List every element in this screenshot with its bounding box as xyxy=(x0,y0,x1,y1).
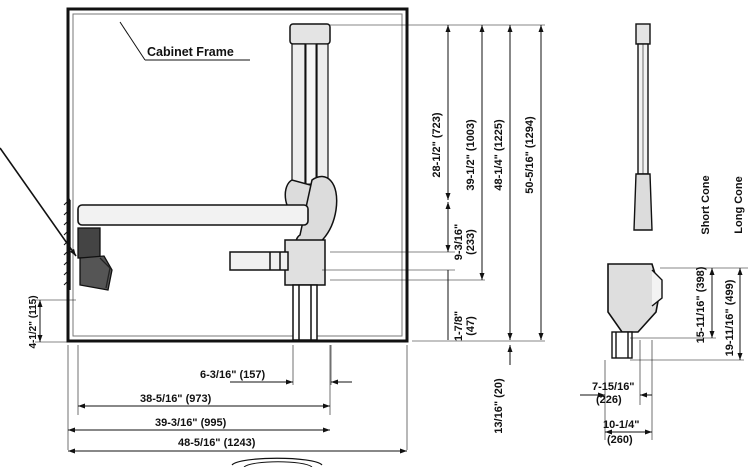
side-view xyxy=(607,23,663,359)
tube-head-front xyxy=(229,239,326,341)
bracket-leader-arrow xyxy=(0,147,77,257)
side-tube-head xyxy=(607,263,661,333)
cabinet-frame-leader xyxy=(119,21,146,61)
short-cone-label: Short Cone xyxy=(700,175,712,234)
dim-1-7-8-a: 1-7/8" xyxy=(453,311,465,341)
long-cone-label: Long Cone xyxy=(733,176,745,233)
side-column-cap xyxy=(635,23,651,45)
dim-7-15-16-a: 7-15/16" xyxy=(592,381,635,393)
dim-38-5-16: 38-5/16" (973) xyxy=(140,393,212,405)
wall-bracket xyxy=(63,198,113,291)
dim-10-1-4-b: (260) xyxy=(607,434,633,446)
dim-19-11-16: 19-11/16" (499) xyxy=(724,279,736,356)
base-outline xyxy=(231,457,323,466)
dim-48-1-4: 48-1/4" (1225) xyxy=(493,119,505,191)
front-dimensions xyxy=(35,24,545,454)
dim-13-16: 13/16" (20) xyxy=(493,378,505,434)
horizontal-arm xyxy=(77,204,309,226)
dim-48-5-16: 48-5/16" (1243) xyxy=(178,437,256,449)
dim-6-3-16: 6-3/16" (157) xyxy=(200,369,265,381)
cabinet-frame-label: Cabinet Frame xyxy=(147,45,234,59)
front-view xyxy=(0,7,409,467)
dim-9-3-16-b: (233) xyxy=(465,229,477,255)
side-dimensions xyxy=(580,267,748,440)
dim-39-1-2: 39-1/2" (1003) xyxy=(465,119,477,191)
cabinet-frame xyxy=(66,7,409,343)
vertical-column xyxy=(289,23,331,185)
dim-4-1-2: 4-1/2" (115) xyxy=(28,295,39,348)
dim-39-3-16: 39-3/16" (995) xyxy=(155,417,227,429)
dim-28-1-2: 28-1/2" (723) xyxy=(431,112,443,177)
dim-15-11-16: 15-11/16" (398) xyxy=(695,266,707,343)
dim-10-1-4-a: 10-1/4" xyxy=(603,419,639,431)
dim-50-5-16: 50-5/16" (1294) xyxy=(524,116,536,194)
dim-9-3-16-a: 9-3/16" xyxy=(453,224,465,260)
dim-7-15-16-b: (226) xyxy=(596,394,622,406)
dim-1-7-8-b: (47) xyxy=(465,316,477,336)
